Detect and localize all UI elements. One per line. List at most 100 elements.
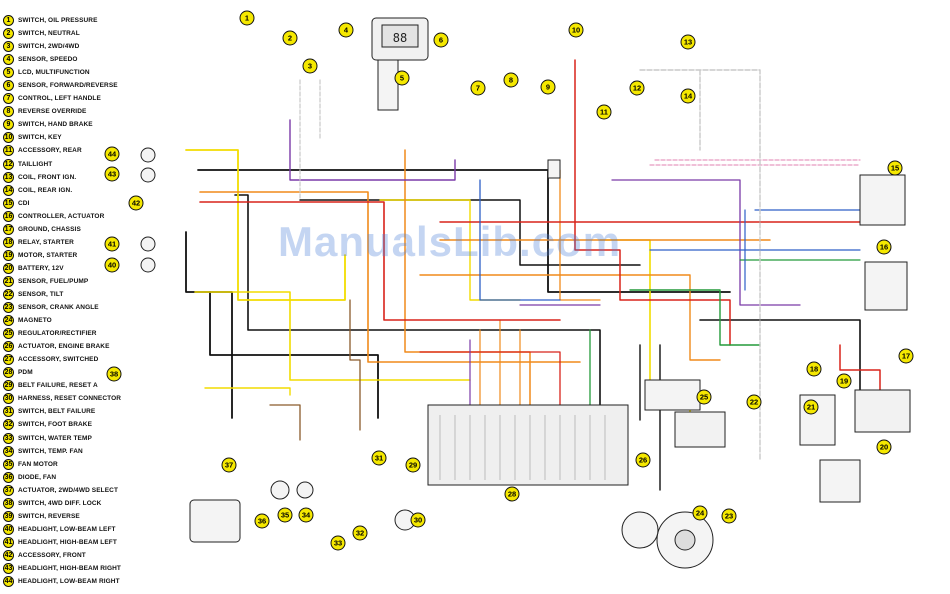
callout-30: 30 [410,512,426,528]
callout-40: 40 [104,257,120,273]
legend-label: SENSOR, FORWARD/REVERSE [18,82,118,90]
callout-number: 17 [902,352,910,361]
legend-number: 10 [3,132,14,144]
callout-number: 24 [696,509,705,518]
callout-10: 10 [568,22,584,38]
actuator-controller-box [864,261,908,311]
callout-29: 29 [405,457,421,473]
callout-number: 30 [414,516,422,525]
callout-number: 10 [572,26,580,35]
callout-23: 23 [721,508,737,524]
callout-26: 26 [635,452,651,468]
callout-number: 38 [110,370,118,379]
callout-number: 21 [807,403,815,412]
legend-label: SWITCH, KEY [18,134,62,142]
callout-6: 6 [433,32,449,48]
callout-number: 13 [684,38,692,47]
legend-label: REGULATOR/RECTIFIER [18,330,97,338]
legend-row: 36 DIODE, FAN [3,471,163,484]
callout-number: 28 [508,490,516,499]
callout-2: 2 [282,30,298,46]
legend-number: 7 [3,93,14,105]
callout-number: 26 [639,456,647,465]
legend-number: 9 [3,119,14,131]
legend-label: SENSOR, SPEEDO [18,56,78,64]
callout-number: 14 [684,92,693,101]
legend-label: SWITCH, REVERSE [18,512,80,520]
legend-number: 35 [3,458,14,470]
legend-number: 27 [3,354,14,366]
legend-label: COIL, REAR IGN. [18,186,73,194]
legend-label: REVERSE OVERRIDE [18,108,87,116]
callout-17: 17 [898,348,914,364]
legend-label: DIODE, FAN [18,473,57,481]
legend-number: 20 [3,262,14,274]
callout-number: 41 [108,240,116,249]
legend-label: SWITCH, 2WD/4WD [18,43,80,51]
legend-label: SWITCH, NEUTRAL [18,30,80,38]
legend-number: 32 [3,419,14,431]
callout-number: 18 [810,365,818,374]
callout-layer: 1234567891011121314151617181920212223242… [104,10,914,551]
pdm-box [427,404,629,486]
callout-number: 12 [633,84,641,93]
callout-number: 2 [288,34,292,43]
legend-label: MAGNETO [18,317,52,325]
cdi-box [859,174,906,226]
legend-label: COIL, FRONT IGN. [18,173,77,181]
callout-34: 34 [298,507,314,523]
callout-number: 44 [108,150,117,159]
crank-sensor [621,511,659,549]
callout-38: 38 [106,366,122,382]
callout-number: 33 [334,539,342,548]
svg-text:88: 88 [393,31,407,45]
legend-number: 36 [3,471,14,483]
regulator-box [674,411,726,448]
legend-label: GROUND, CHASSIS [18,225,81,233]
callout-5: 5 [394,70,410,86]
callout-3: 3 [302,58,318,74]
callout-25: 25 [696,389,712,405]
callout-number: 3 [308,62,312,71]
callout-number: 25 [700,393,708,402]
legend-label: HARNESS, RESET CONNECTOR [18,395,122,403]
legend-number: 11 [3,145,14,157]
callout-number: 9 [546,83,550,92]
callout-number: 42 [132,199,140,208]
callout-number: 23 [725,512,733,521]
callout-37: 37 [221,457,237,473]
legend-label: SENSOR, FUEL/PUMP [18,277,89,285]
callout-31: 31 [371,450,387,466]
callout-18: 18 [806,361,822,377]
legend-number: 33 [3,432,14,444]
callout-number: 32 [356,529,364,538]
legend-number: 43 [3,562,14,574]
legend-number: 37 [3,484,14,496]
legend-number: 28 [3,367,14,379]
